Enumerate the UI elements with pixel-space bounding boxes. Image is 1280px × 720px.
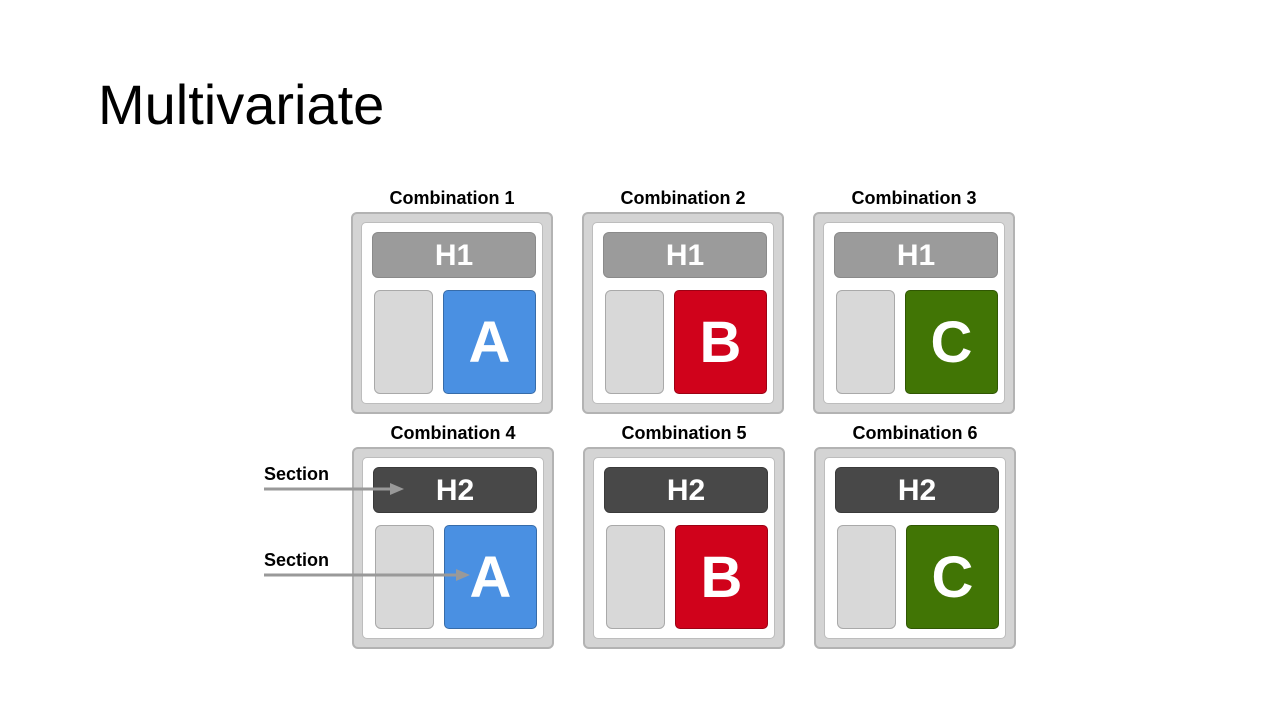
section-callout-label: Section [264, 550, 330, 570]
slide-title: Multivariate [98, 73, 385, 136]
page-mockup: H1 A [361, 222, 543, 404]
heading-section: H2 [835, 467, 999, 513]
page-mockup-frame: H1 A [351, 212, 553, 414]
combination-label: Combination 4 [390, 423, 516, 443]
sidebar-placeholder [837, 525, 896, 629]
combination-label: Combination 6 [852, 423, 978, 443]
variant-section: C [905, 290, 998, 394]
page-mockup: H2 A [362, 457, 544, 639]
heading-section: H1 [372, 232, 536, 278]
combination-label: Combination 5 [621, 423, 747, 443]
page-mockup-frame: H2 C [814, 447, 1016, 649]
page-mockup-frame: H1 B [582, 212, 784, 414]
sidebar-placeholder [374, 290, 433, 394]
section-callout-label: Section [264, 464, 330, 484]
arrow-icon [264, 483, 404, 495]
page-mockup: H1 C [823, 222, 1005, 404]
page-mockup-frame: H2 B [583, 447, 785, 649]
combination-label: Combination 3 [851, 188, 977, 208]
page-mockup: H2 B [593, 457, 775, 639]
page-mockup-frame: H2 A [352, 447, 554, 649]
combination-label: Combination 2 [620, 188, 746, 208]
heading-section: H1 [834, 232, 998, 278]
combination-label: Combination 1 [389, 188, 515, 208]
page-mockup: H2 C [824, 457, 1006, 639]
sidebar-placeholder [605, 290, 664, 394]
sidebar-placeholder [606, 525, 665, 629]
variant-section: C [906, 525, 999, 629]
sidebar-placeholder [375, 525, 434, 629]
heading-section: H1 [603, 232, 767, 278]
page-mockup-frame: H1 C [813, 212, 1015, 414]
variant-section: B [674, 290, 767, 394]
heading-section: H2 [604, 467, 768, 513]
page-mockup: H1 B [592, 222, 774, 404]
variant-section: A [443, 290, 536, 394]
arrow-icon [264, 569, 470, 581]
variant-section: A [444, 525, 537, 629]
variant-section: B [675, 525, 768, 629]
sidebar-placeholder [836, 290, 895, 394]
